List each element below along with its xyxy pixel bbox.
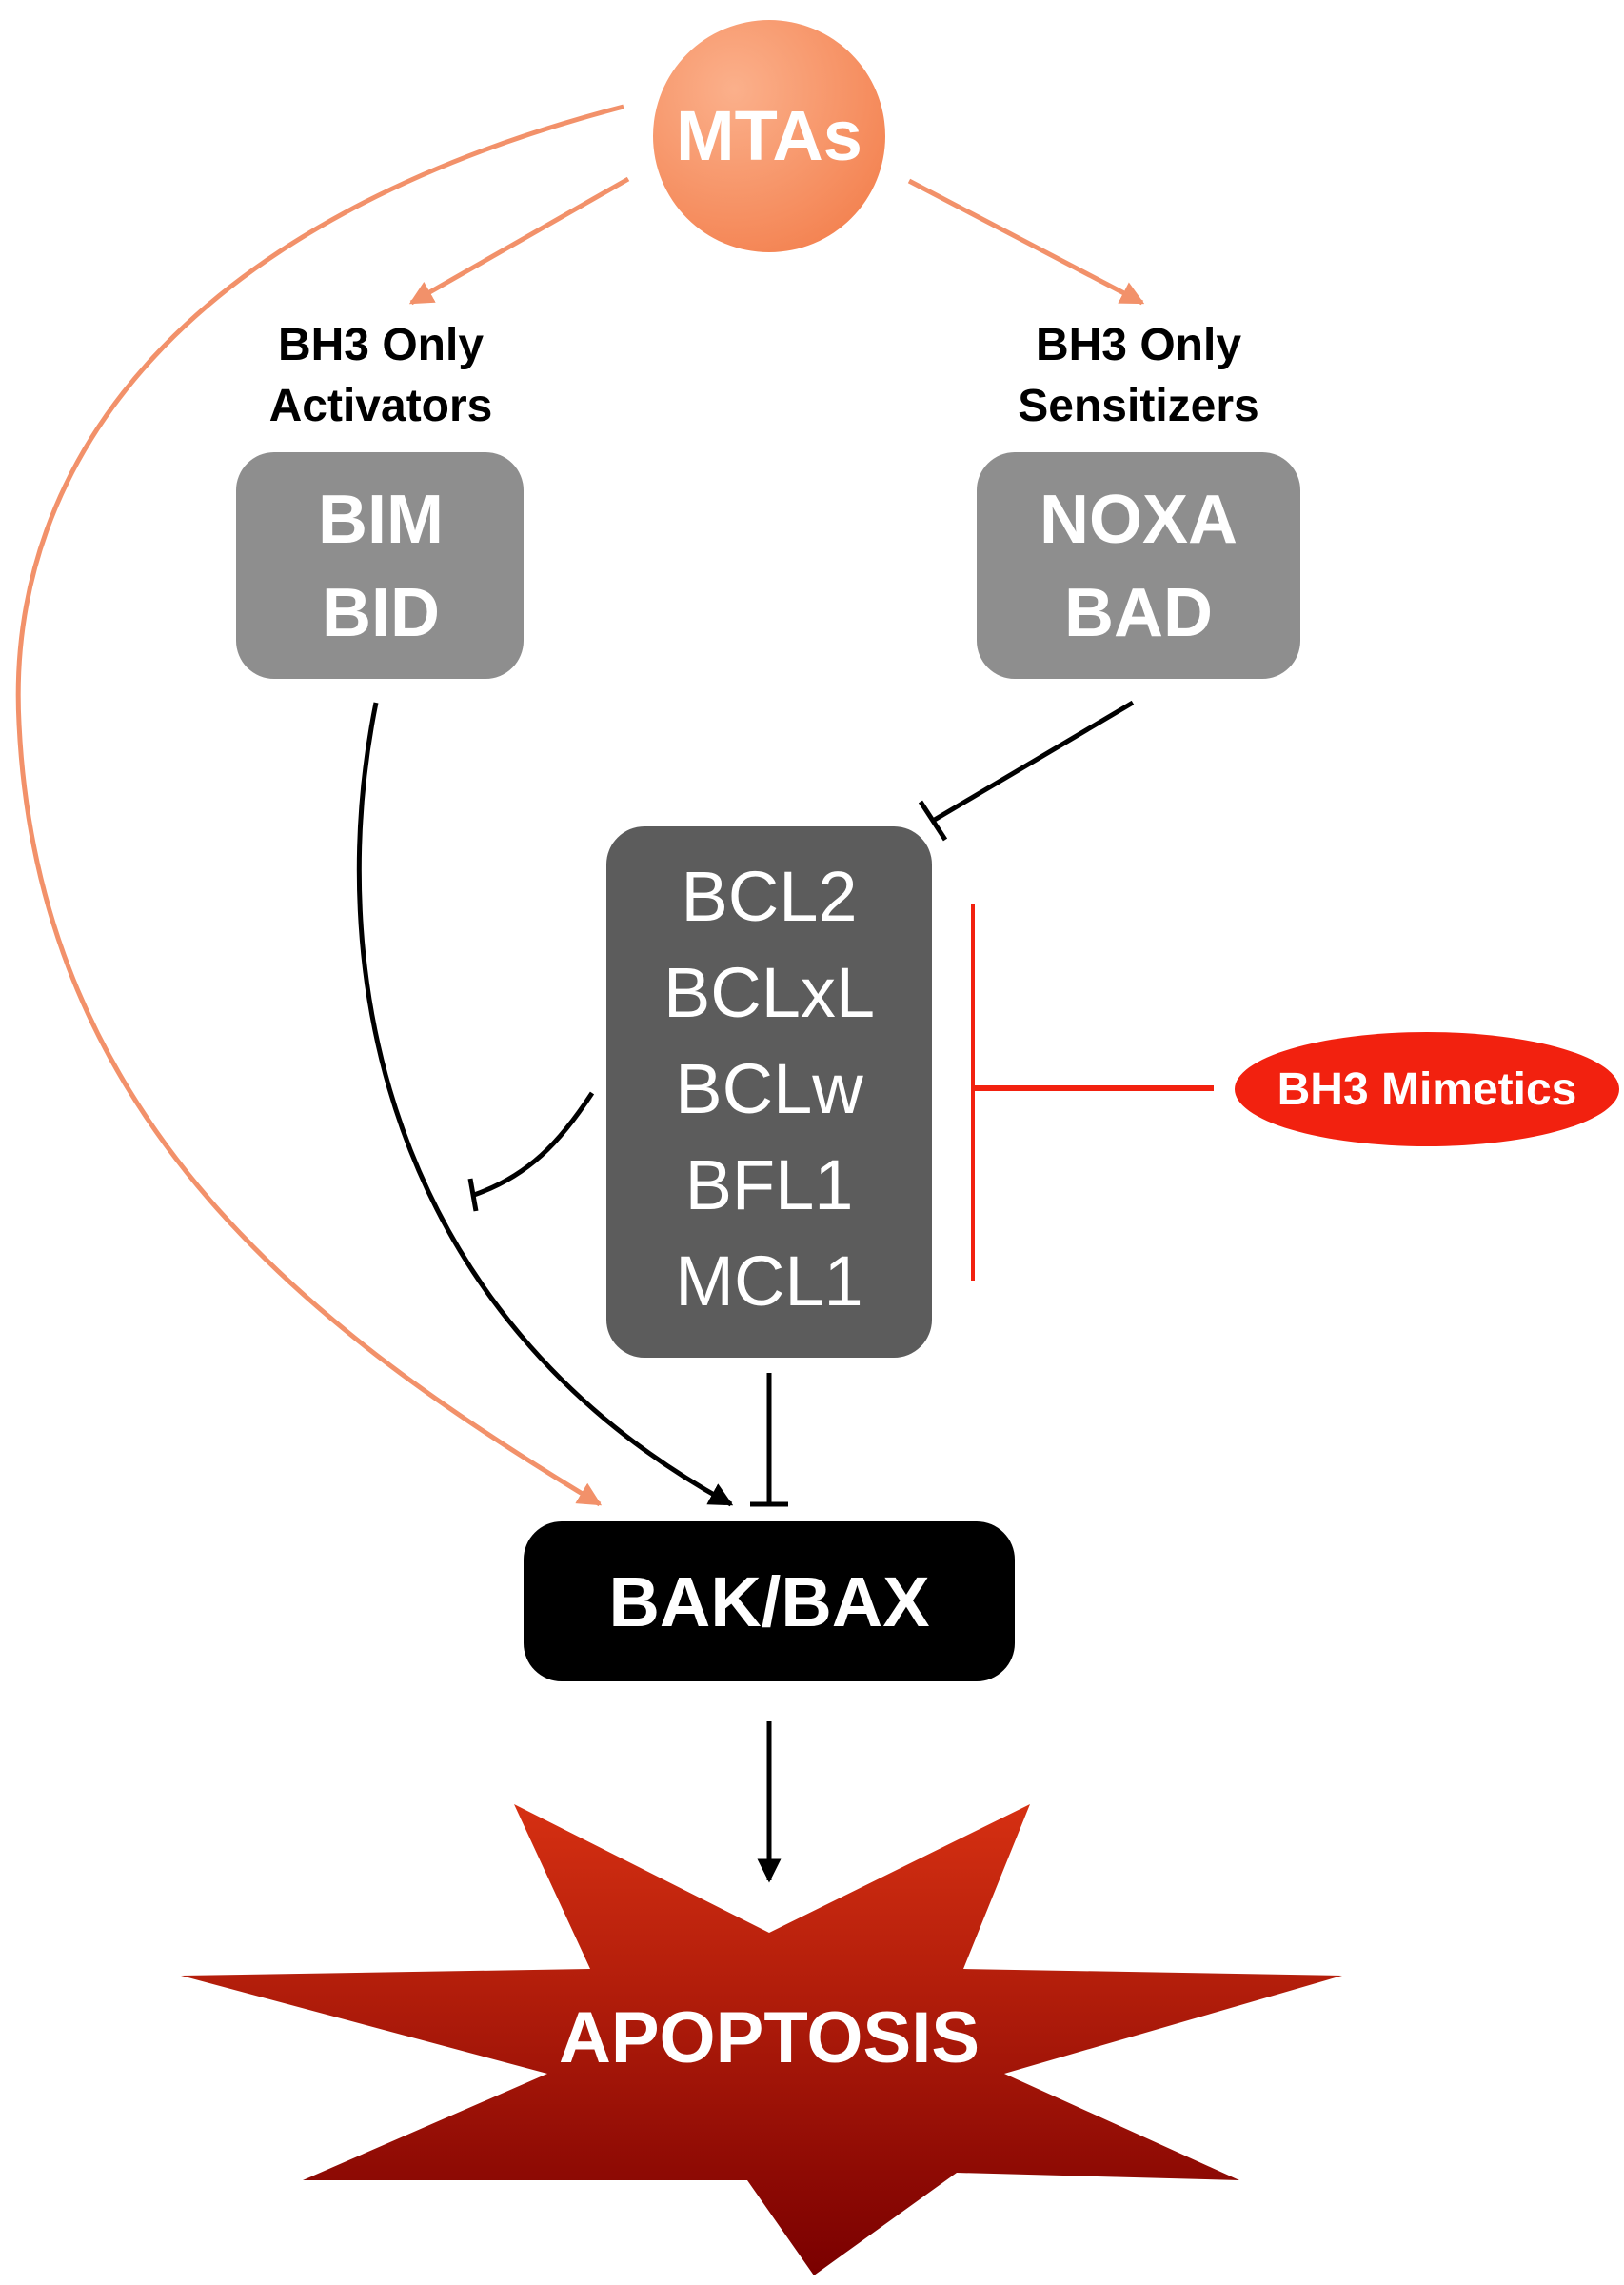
mtas-node: MTAs	[653, 20, 885, 252]
antiapoptotic-item: BCL2	[681, 857, 857, 936]
edge-bh3-mimetics-inhibit-antiapoptotic	[971, 904, 1214, 1281]
edge-sensitizers-inhibit-antiapoptotic	[918, 700, 1135, 842]
activators-header-line2: Activators	[269, 381, 493, 431]
sensitizers-bad: BAD	[1064, 575, 1213, 651]
bak-bax-label: BAK/BAX	[608, 1562, 929, 1641]
activators-header-line1: BH3 Only	[278, 320, 484, 370]
antiapoptotic-item: BCLw	[675, 1049, 863, 1128]
sensitizers-box: NOXA BAD	[977, 452, 1300, 679]
bh3-mimetics-node: BH3 Mimetics	[1235, 1032, 1619, 1146]
mtas-circle	[653, 20, 885, 252]
mtas-label: MTAs	[676, 96, 862, 175]
edge-antiapoptotic-inhibit-bak-bax	[750, 1373, 788, 1507]
bh3-mimetics-label: BH3 Mimetics	[1277, 1064, 1577, 1115]
antiapoptotic-item: BFL1	[685, 1145, 854, 1224]
apoptosis-label: APOPTOSIS	[559, 1997, 980, 2078]
activators-box: BIM BID	[236, 452, 524, 679]
activators-bim: BIM	[318, 482, 444, 558]
apoptosis-node: APOPTOSIS	[181, 1804, 1342, 2275]
antiapoptotic-item: MCL1	[675, 1242, 862, 1321]
apoptosis-star	[181, 1804, 1342, 2275]
edge-mtas-to-bak-bax	[15, 104, 624, 1507]
edge-mtas-to-activators	[408, 176, 630, 306]
activators-bid: BID	[322, 575, 440, 651]
sensitizers-header-line2: Sensitizers	[1018, 381, 1258, 431]
bak-bax-box: BAK/BAX	[524, 1521, 1015, 1681]
edge-mtas-to-sensitizers	[907, 178, 1145, 306]
edge-activators-to-bak-bax	[356, 702, 734, 1507]
antiapoptotic-item: BCLxL	[663, 953, 875, 1032]
sensitizers-noxa: NOXA	[1040, 482, 1238, 558]
antiapoptotic-box: BCL2 BCLxL BCLw BFL1 MCL1	[606, 826, 932, 1358]
edge-antiapoptotic-inhibit-activators	[467, 1091, 595, 1212]
sensitizers-header-line1: BH3 Only	[1036, 320, 1241, 370]
